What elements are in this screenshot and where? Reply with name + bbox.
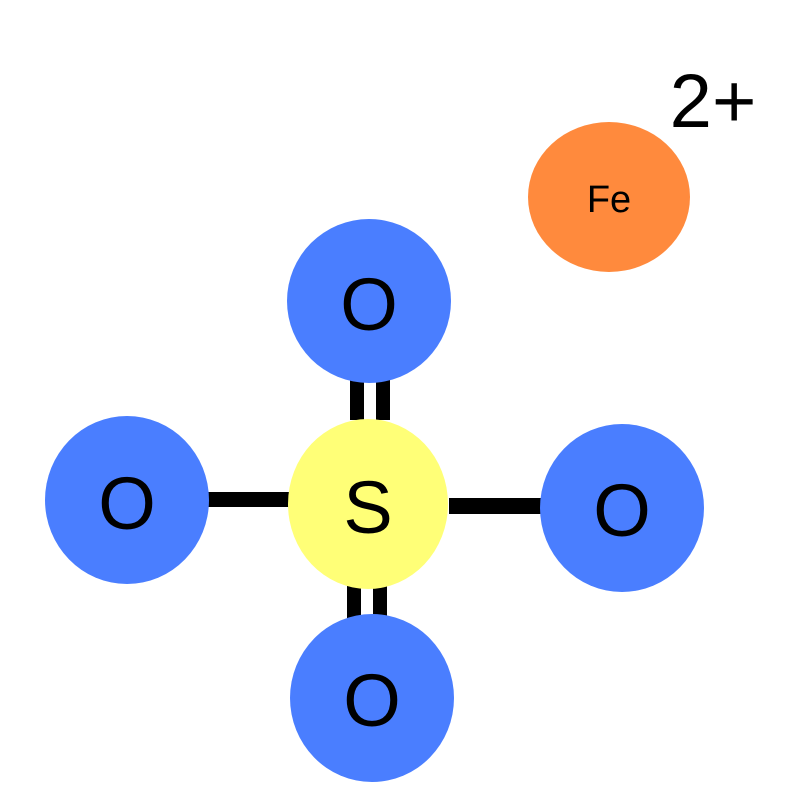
- oxygen-left-label: O: [98, 462, 156, 545]
- bonds: [206, 380, 547, 623]
- bond-right: [449, 498, 547, 514]
- oxygen-atom-left: O: [45, 416, 209, 584]
- iron-label: Fe: [587, 179, 631, 221]
- oxygen-atom-top: O: [287, 219, 451, 383]
- sulfur-atom: S: [288, 419, 448, 589]
- oxygen-atom-right: O: [540, 424, 704, 592]
- oxygen-bottom-label: O: [343, 659, 401, 742]
- iron-charge-label: 2+: [670, 59, 757, 144]
- oxygen-top-label: O: [340, 263, 398, 346]
- bond-bottom-line-1: [347, 585, 361, 623]
- sulfur-label: S: [343, 466, 392, 549]
- bond-left: [206, 492, 294, 507]
- iron-cation: Fe: [528, 122, 690, 272]
- bond-bottom-line-2: [373, 585, 387, 623]
- bond-top-line-1: [350, 380, 364, 420]
- oxygen-right-label: O: [593, 469, 651, 552]
- bond-top-line-2: [376, 380, 390, 420]
- oxygen-atom-bottom: O: [290, 614, 454, 782]
